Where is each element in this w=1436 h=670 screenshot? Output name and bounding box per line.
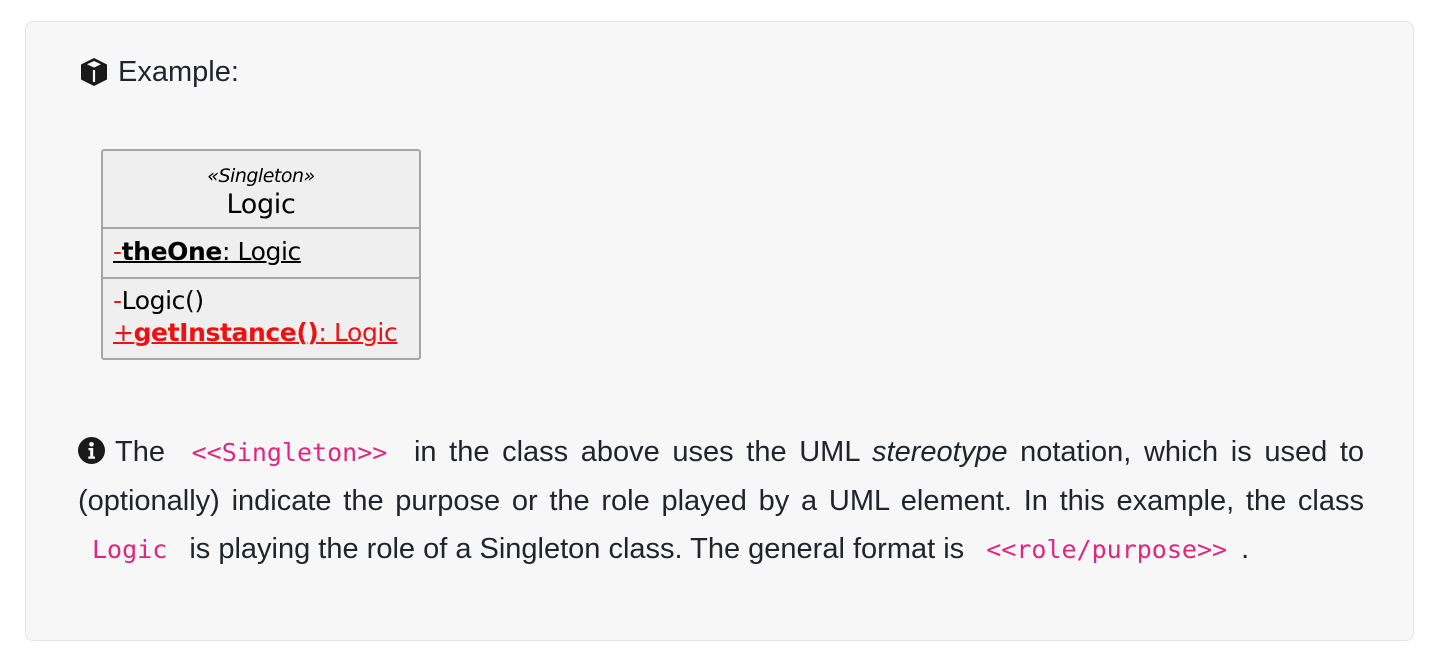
- uml-class-name-compartment: «Singleton» Logic: [103, 151, 419, 229]
- uml-attribute-theOne: -theOne: Logic: [113, 237, 301, 266]
- code-role-purpose: <<role/purpose>>: [986, 535, 1228, 564]
- operation-signature: Logic(): [121, 286, 204, 315]
- code-logic: Logic: [92, 535, 168, 564]
- uml-stereotype: «Singleton»: [207, 165, 315, 187]
- uml-operations-compartment: -Logic() +getInstance(): Logic: [103, 279, 419, 349]
- note-text-5: .: [1241, 533, 1250, 565]
- example-label: Example:: [118, 56, 239, 88]
- uml-class-diagram: «Singleton» Logic -theOne: Logic -Logic(…: [101, 149, 421, 360]
- note-text-4: is playing the role of a Singleton class…: [189, 533, 965, 565]
- example-header: Example:: [78, 54, 239, 90]
- attribute-name: theOne: [121, 237, 223, 266]
- uml-attributes-compartment: -theOne: Logic: [103, 229, 419, 279]
- note-text-3: notation, which is used to (optionally) …: [78, 436, 1365, 517]
- visibility-public: +: [113, 318, 134, 347]
- uml-operation-constructor: -Logic(): [113, 285, 419, 317]
- attribute-type: : Logic: [221, 237, 301, 266]
- info-icon: [78, 437, 105, 464]
- code-singleton: <<Singleton>>: [191, 438, 388, 467]
- uml-class-name: Logic: [226, 189, 296, 220]
- operation-name: getInstance(): [133, 318, 319, 347]
- info-note: The <<Singleton>> in the class above use…: [78, 428, 1364, 574]
- note-text-1: The: [115, 436, 165, 468]
- operation-type: : Logic: [318, 318, 398, 347]
- visibility-private: -: [113, 237, 122, 266]
- cube-icon: [81, 58, 107, 86]
- note-text-2: in the class above uses the UML: [413, 436, 860, 468]
- note-emphasis: stereotype: [872, 436, 1008, 468]
- visibility-private: -: [113, 286, 122, 315]
- uml-operation-getInstance: +getInstance(): Logic: [113, 317, 419, 349]
